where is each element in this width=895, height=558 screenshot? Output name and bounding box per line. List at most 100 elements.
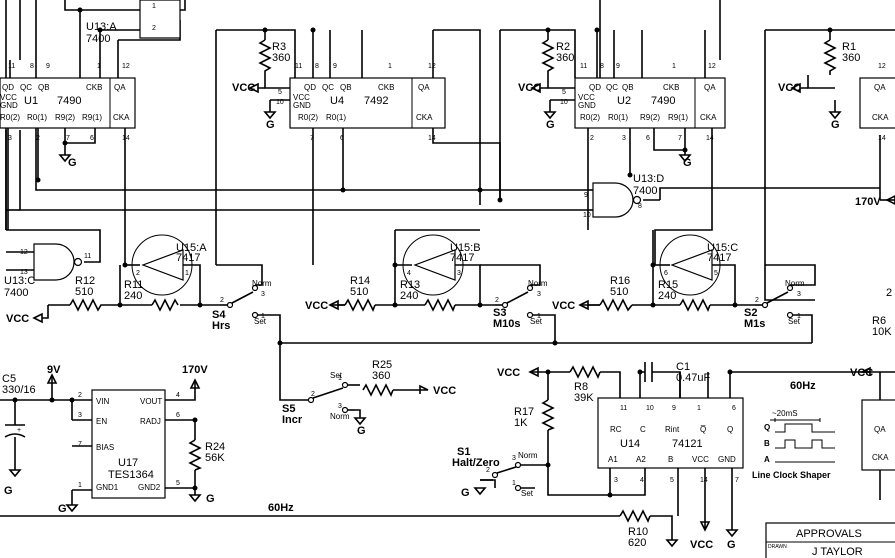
svg-text:R6: R6: [872, 315, 886, 327]
resistor-r1: R1 360: [823, 39, 860, 75]
pin-name: Q: [727, 425, 733, 434]
part-number: 7490: [57, 95, 81, 107]
switch-s4[interactable]: 2 3 1 Norm Set S4 Hrs: [212, 279, 272, 332]
svg-text:3: 3: [537, 291, 541, 298]
svg-text:Set: Set: [254, 317, 267, 326]
svg-text:S1: S1: [457, 446, 470, 458]
pin-label: 14: [700, 477, 708, 484]
svg-text:G: G: [683, 157, 692, 169]
switch-s1[interactable]: 2 3 1 Norm Set S1 Halt/Zero: [452, 446, 538, 498]
v9-symbol: 9V: [46, 364, 61, 384]
resistor-r12: R12 510: [69, 275, 102, 312]
pin-name: RC: [610, 425, 622, 434]
part-number: 7490: [651, 95, 675, 107]
part-number: 7400: [86, 33, 110, 45]
svg-text:R17: R17: [514, 406, 534, 418]
svg-text:VCC: VCC: [778, 82, 801, 94]
part-number: TES1364: [108, 469, 154, 481]
pin-label: 7: [678, 135, 682, 142]
svg-text:9V: 9V: [47, 364, 61, 376]
pin-label: 2: [78, 392, 82, 399]
pin-name: QD: [304, 83, 316, 92]
svg-text:240: 240: [658, 290, 676, 302]
switch-s2[interactable]: 2 3 1 Norm Set S2 M1s: [744, 279, 805, 330]
pin-label: 6: [340, 135, 344, 142]
svg-text:R1: R1: [842, 41, 856, 53]
svg-text:Set: Set: [530, 317, 543, 326]
svg-text:G: G: [4, 485, 13, 497]
svg-text:R2: R2: [556, 41, 570, 53]
pin-label: 3: [78, 412, 82, 419]
title-drawn: DRAWN: [768, 544, 787, 550]
pin-label: 3: [614, 477, 618, 484]
pin-name: B: [668, 455, 673, 464]
ic-right-partial: QA CKA: [861, 399, 895, 471]
resistor-r14: R14 510: [344, 275, 376, 312]
svg-text:G: G: [58, 503, 67, 515]
capacitor-c5: + C5 330/16: [2, 373, 36, 445]
svg-text:360: 360: [372, 370, 390, 382]
svg-text:Hrs: Hrs: [212, 320, 230, 332]
vcc-symbol-r12: VCC: [6, 305, 49, 325]
pin-label: 9: [584, 192, 588, 199]
pin-label: 3: [8, 135, 12, 142]
pin-label: 11: [295, 63, 302, 70]
part-number: 7417: [450, 252, 474, 264]
wave-a-label: A: [764, 455, 770, 464]
ref-designator: U2: [617, 95, 631, 107]
pin-name: VCC: [0, 93, 17, 102]
part-number: 7400: [4, 287, 28, 299]
pin-name: Rint: [665, 425, 680, 434]
pin-label: 14: [122, 135, 130, 142]
pin-name: QA: [418, 83, 430, 92]
svg-text:3: 3: [797, 291, 801, 298]
pin-label: 14: [706, 135, 714, 142]
pin-label: 11: [580, 63, 587, 70]
switch-s3[interactable]: 2 3 1 Norm Set S3 M10s: [493, 279, 548, 330]
svg-text:360: 360: [272, 52, 290, 64]
svg-text:510: 510: [610, 286, 628, 298]
pin-label: 10: [646, 405, 654, 412]
svg-text:360: 360: [556, 52, 574, 64]
svg-text:C5: C5: [2, 373, 16, 385]
pin-name: R0(2): [580, 113, 600, 122]
resistor-r6: R6 10K: [872, 315, 892, 338]
pin-label: 12: [708, 63, 716, 70]
net-label-60hz-right: 60Hz: [790, 380, 816, 392]
pin-name: R9(2): [640, 113, 660, 122]
svg-text:2: 2: [755, 297, 759, 304]
pin-name: VCC: [578, 93, 595, 102]
pin-label: 6: [664, 270, 668, 277]
v170-symbol-top: 170V: [855, 195, 895, 208]
resistor-r15: R15 240: [658, 279, 711, 312]
pulse-diagram: ~20mS Q B A Line Clock Shaper: [752, 409, 835, 480]
pin-label: 11: [8, 63, 15, 70]
svg-text:Norm: Norm: [518, 451, 538, 460]
pin-name: GND: [718, 455, 736, 464]
ref-designator: U13:D: [633, 173, 664, 185]
pin-name: GND2: [138, 483, 161, 492]
wave-b-label: B: [764, 439, 770, 448]
ref-designator: U17: [118, 457, 138, 469]
pin-label: 5: [714, 270, 718, 277]
svg-text:S3: S3: [493, 307, 506, 319]
pin-label: 12: [122, 63, 130, 70]
ref-designator: U15:B: [450, 242, 481, 254]
ref-designator: U14: [620, 438, 640, 450]
title-approvals: APPROVALS: [796, 528, 862, 540]
pin-label: 3: [457, 270, 461, 277]
pin-label: 12: [428, 63, 436, 70]
svg-text:G: G: [266, 119, 275, 131]
resistor-r16: R16 510: [599, 275, 633, 312]
pin-label: 14: [428, 135, 436, 142]
ic-u13a: 1 2 U13:A 7400: [86, 0, 181, 45]
pin-label: 6: [732, 405, 736, 412]
svg-text:620: 620: [628, 537, 646, 549]
svg-text:Norm: Norm: [785, 279, 805, 288]
pin-label: 10: [276, 99, 284, 106]
pin-name: QD: [589, 83, 601, 92]
pin-name: QB: [622, 83, 634, 92]
switch-s5[interactable]: 1 2 3 Set Norm S5 Incr: [282, 371, 355, 426]
part-number: 7417: [707, 252, 731, 264]
pin-name: GND: [578, 101, 596, 110]
